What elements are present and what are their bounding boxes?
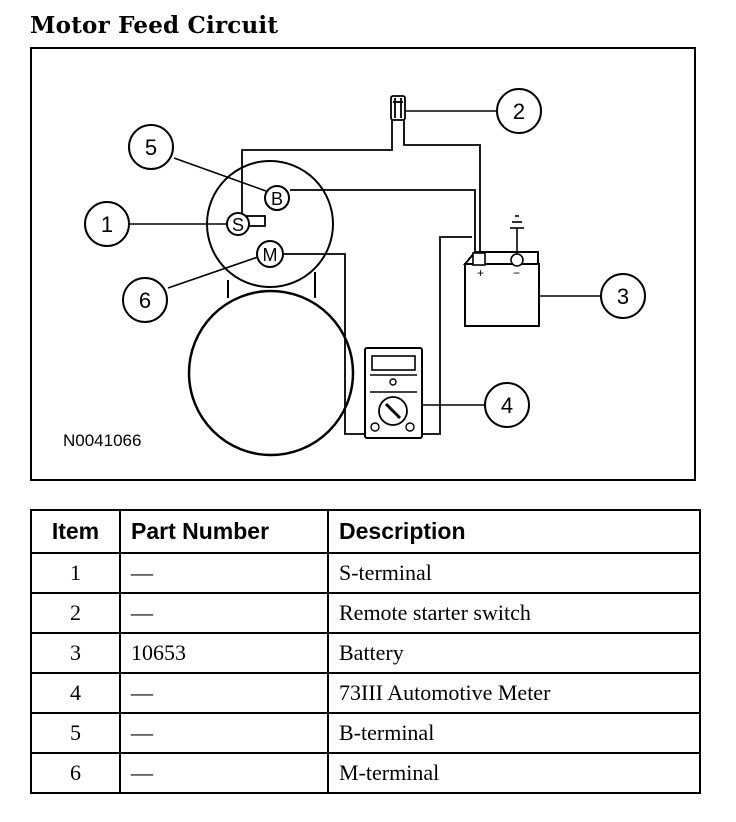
cell-description: 73III Automotive Meter — [327, 672, 701, 714]
cell-item: 5 — [30, 712, 121, 754]
terminal-b: B — [264, 185, 290, 211]
cell-item: 2 — [30, 592, 121, 634]
cell-part-number: — — [119, 752, 329, 794]
header-item: Item — [30, 509, 121, 554]
cell-description: M-terminal — [327, 752, 701, 794]
diagram-frame — [30, 47, 696, 481]
svg-text:6: 6 — [139, 288, 151, 313]
svg-text:5: 5 — [145, 135, 157, 160]
cell-part-number: 10653 — [119, 632, 329, 674]
svg-text:1: 1 — [101, 212, 113, 237]
svg-text:4: 4 — [501, 393, 513, 418]
leader-lines — [130, 110, 600, 406]
cell-part-number: — — [119, 712, 329, 754]
cell-item: 1 — [30, 552, 121, 594]
svg-text:S: S — [232, 215, 244, 235]
page-title: Motor Feed Circuit — [30, 12, 279, 39]
table-header-row: Item Part Number Description — [30, 509, 701, 554]
callout-2: 2 — [496, 88, 542, 134]
callout-1: 1 — [84, 201, 130, 247]
header-description: Description — [327, 509, 701, 554]
wiring — [241, 120, 481, 435]
table-row: 2 — Remote starter switch — [30, 592, 701, 634]
cell-part-number: — — [119, 592, 329, 634]
cell-item: 3 — [30, 632, 121, 674]
table-row: 6 — M-terminal — [30, 752, 701, 794]
cell-description: Battery — [327, 632, 701, 674]
callout-3: 3 — [600, 273, 646, 319]
wire-meter-to-battery — [418, 236, 472, 435]
header-part-number: Part Number — [119, 509, 329, 554]
cell-item: 4 — [30, 672, 121, 714]
cell-part-number: — — [119, 672, 329, 714]
terminal-m: M — [256, 240, 284, 268]
battery — [462, 215, 540, 327]
battery-neg-sign: − — [513, 266, 520, 280]
svg-text:2: 2 — [513, 99, 525, 124]
motor-feed-diagram: + − B S M 1 2 — [63, 88, 646, 457]
callout-4: 4 — [484, 382, 530, 428]
automotive-meter — [364, 347, 423, 439]
parts-table: Item Part Number Description 1 — S-termi… — [30, 509, 701, 794]
cell-description: S-terminal — [327, 552, 701, 594]
table-row: 4 — 73III Automotive Meter — [30, 672, 701, 714]
svg-text:3: 3 — [617, 284, 629, 309]
starter-motor-circle — [187, 289, 355, 457]
svg-text:B: B — [271, 189, 283, 209]
cell-description: B-terminal — [327, 712, 701, 754]
cell-item: 6 — [30, 752, 121, 794]
wire-switch-to-battery — [403, 120, 481, 253]
battery-pos-sign: + — [477, 266, 484, 280]
terminal-s: S — [226, 212, 266, 236]
table-row: 1 — S-terminal — [30, 552, 701, 594]
callout-5: 5 — [128, 124, 174, 170]
svg-text:M: M — [263, 245, 278, 265]
wire-m-terminal — [284, 253, 372, 435]
table-row: 5 — B-terminal — [30, 712, 701, 754]
callout-6: 6 — [122, 277, 168, 323]
figure-code: N0041066 — [63, 431, 141, 450]
cell-description: Remote starter switch — [327, 592, 701, 634]
remote-starter-switch — [390, 95, 406, 121]
wire-b-terminal — [290, 189, 476, 253]
table-row: 3 10653 Battery — [30, 632, 701, 674]
cell-part-number: — — [119, 552, 329, 594]
